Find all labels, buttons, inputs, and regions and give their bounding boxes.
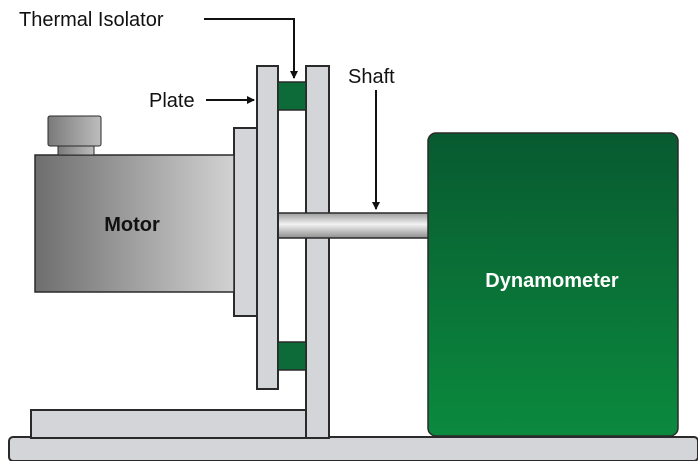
shaft-label: Shaft (348, 66, 395, 88)
motor-flange (233, 127, 258, 317)
bracket-foot (30, 409, 330, 439)
dynamometer-label: Dynamometer (485, 270, 619, 292)
shaft (276, 212, 430, 239)
thermal-isolator-leader (204, 18, 298, 79)
motor-cap (47, 115, 102, 147)
thermal-isolator-top (277, 81, 307, 111)
dynamometer-body (427, 132, 679, 437)
motor-label: Motor (104, 214, 160, 236)
motor-body (34, 154, 235, 293)
base-slab (8, 436, 698, 461)
thermal-isolator-label: Thermal Isolator (19, 9, 164, 31)
plate-label: Plate (149, 90, 195, 112)
bracket-vertical (305, 65, 330, 439)
thermal-isolator-bottom (277, 341, 307, 371)
plate (256, 65, 279, 390)
